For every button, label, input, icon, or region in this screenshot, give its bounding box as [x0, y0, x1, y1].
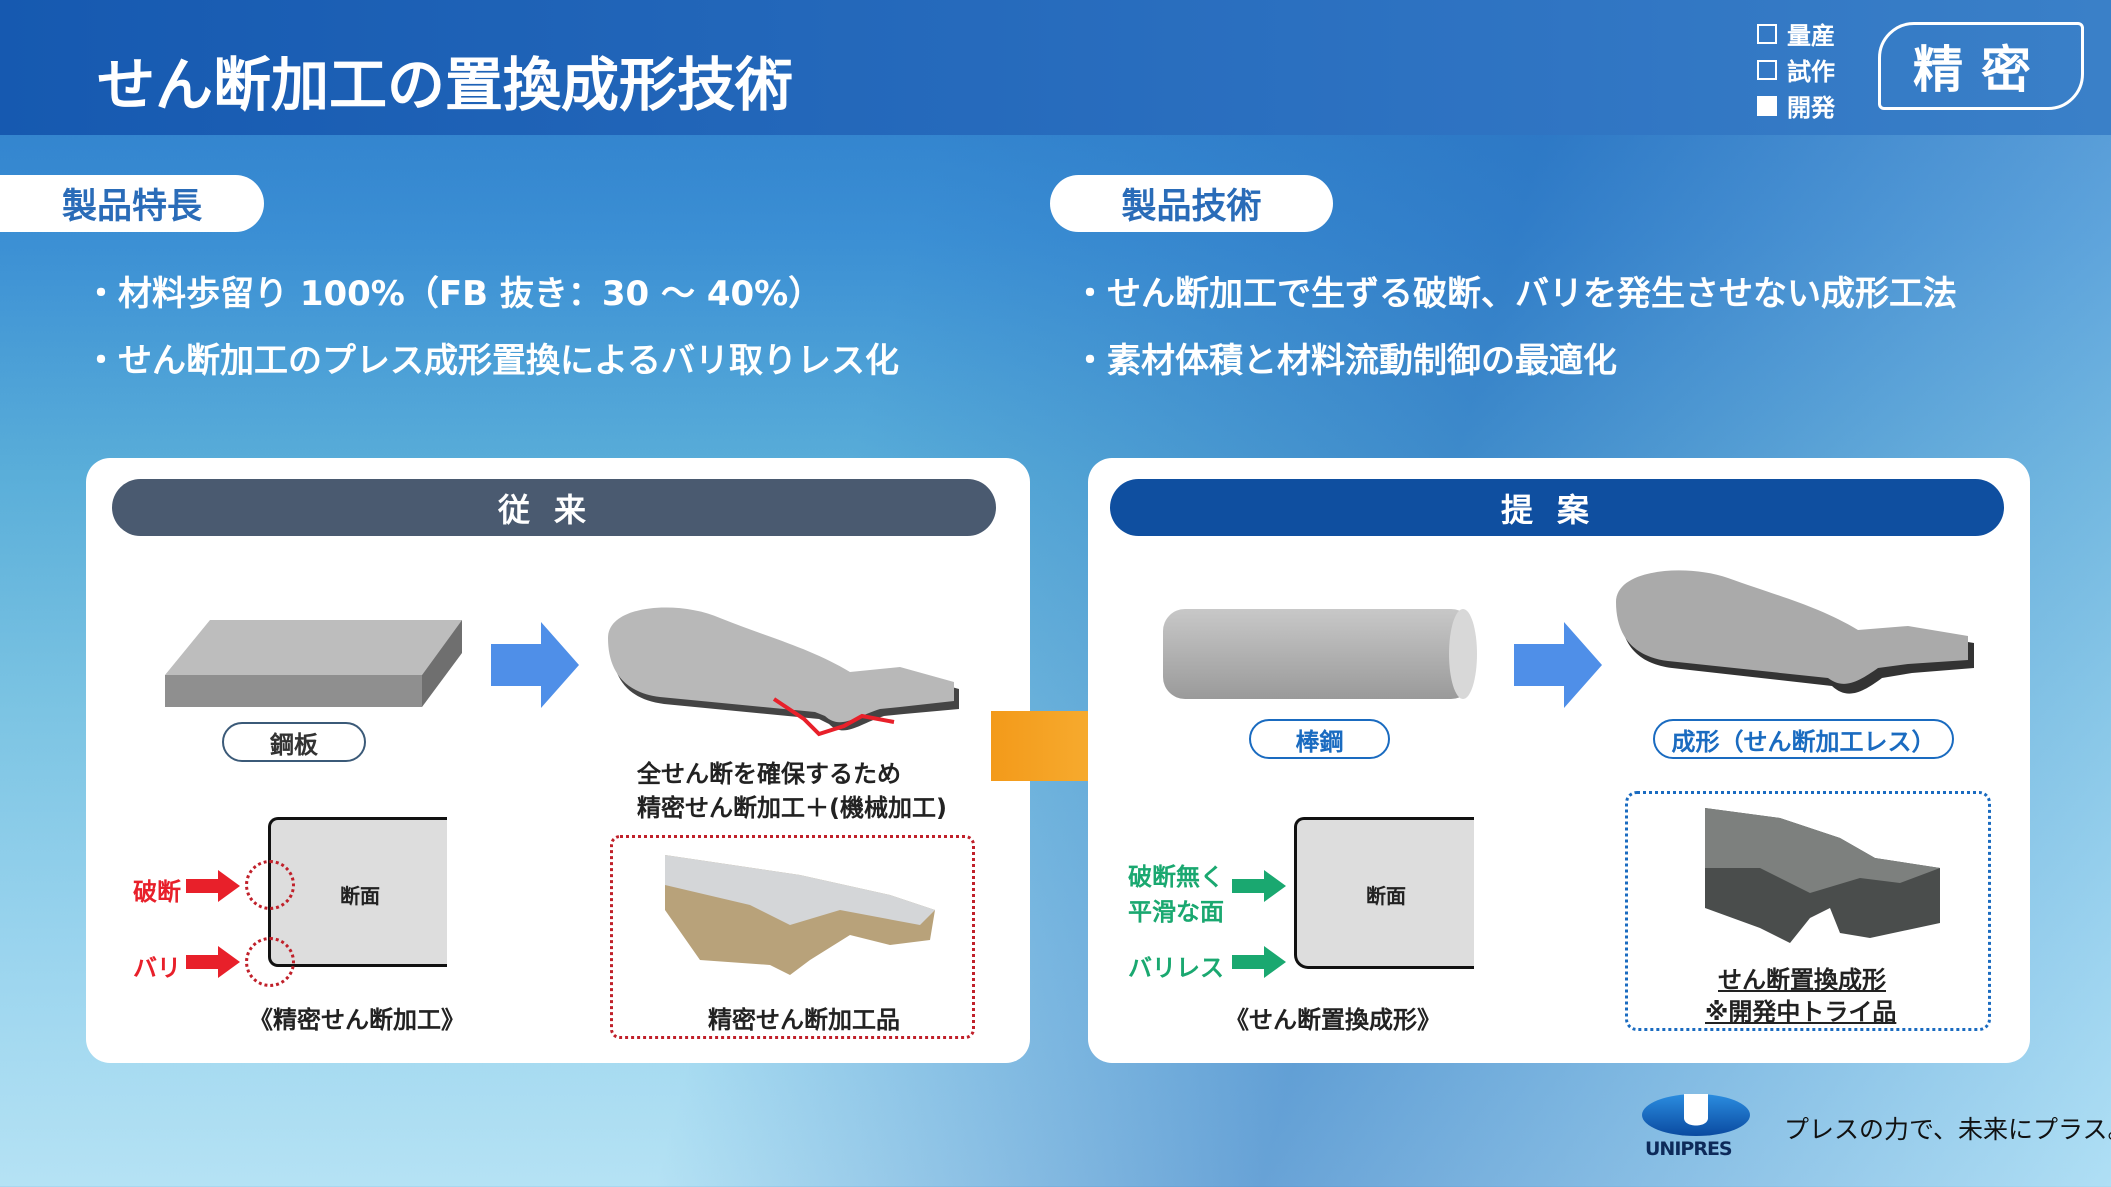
stage-mass-production: 量産	[1757, 16, 1835, 51]
proposal-heading: 提案	[1110, 479, 2004, 536]
precision-part-photo	[665, 855, 935, 975]
technology-bullet: ・素材体積と材料流動制御の最適化	[1073, 341, 1617, 381]
diagram-caption: 《せん断置換成形》	[1225, 1006, 1441, 1034]
material-label: 鋼板	[222, 722, 366, 762]
benefit-label: 平滑な面	[1128, 898, 1224, 926]
fracture-circle	[245, 860, 295, 910]
material-label: 棒鋼	[1249, 719, 1390, 759]
section-label: 断面	[1366, 884, 1406, 908]
photo-caption: ※開発中トライ品	[1705, 998, 1897, 1026]
photo-caption: せん断置換成形	[1718, 966, 1886, 994]
steel-plate-icon	[165, 620, 462, 707]
fracture-label: 破断	[133, 878, 181, 906]
benefit-label: 破断無く	[1128, 863, 1224, 891]
burr-circle	[245, 937, 295, 987]
checkbox-icon	[1757, 59, 1777, 80]
product-label: 成形（せん断加工レス）	[1653, 719, 1954, 759]
technology-heading: 製品技術	[1050, 175, 1333, 232]
formed-part-icon	[1616, 570, 1974, 694]
photo-frame	[1625, 791, 1991, 1031]
conventional-note: 全せん断を確保するため	[637, 760, 901, 788]
unipres-logo-icon	[1642, 1094, 1750, 1136]
stage-prototype: 試作	[1757, 52, 1835, 87]
stage-label: 開発	[1787, 94, 1835, 122]
burr-label: バリ	[133, 954, 181, 982]
stage-development: 開発	[1757, 88, 1835, 123]
photo-frame	[610, 835, 975, 1039]
burrless-label: バリレス	[1128, 954, 1224, 982]
red-arrow-icon	[186, 946, 240, 978]
conventional-heading: 従来	[112, 479, 996, 536]
blue-arrow-icon	[1514, 622, 1602, 708]
red-arrow-icon	[186, 870, 240, 902]
feature-bullet: ・材料歩留り 100%（FB 抜き：30 ～ 40%）	[84, 274, 823, 314]
stage-label: 量産	[1787, 22, 1835, 50]
green-arrow-icon	[1232, 946, 1286, 978]
green-arrow-icon	[1232, 870, 1286, 902]
trial-part-photo	[1705, 808, 1940, 943]
feature-bullet: ・せん断加工のプレス成形置換によるバリ取りレス化	[84, 341, 899, 381]
stage-label: 試作	[1787, 58, 1835, 86]
page-title: せん断加工の置換成形技術	[97, 51, 794, 119]
technology-bullet: ・せん断加工で生ずる破断、バリを発生させない成形工法	[1073, 274, 1957, 314]
checkbox-icon	[1757, 23, 1777, 44]
diagram-caption: 《精密せん断加工》	[249, 1006, 465, 1034]
logo-text: UNIPRES	[1645, 1138, 1733, 1160]
photo-caption: 精密せん断加工品	[708, 1006, 900, 1034]
blue-arrow-icon	[491, 622, 579, 708]
section-label: 断面	[340, 884, 380, 908]
conventional-note: 精密せん断加工＋(機械加工)	[637, 794, 947, 822]
checked-box-icon	[1757, 95, 1777, 116]
steel-bar-icon	[1163, 609, 1477, 699]
tagline: プレスの力で、未来にプラス。	[1784, 1115, 2111, 1144]
cross-section-diagram	[1294, 817, 1474, 969]
features-heading: 製品特長	[0, 175, 264, 232]
category-badge: 精密	[1878, 22, 2084, 110]
sheared-part-icon	[608, 607, 959, 737]
